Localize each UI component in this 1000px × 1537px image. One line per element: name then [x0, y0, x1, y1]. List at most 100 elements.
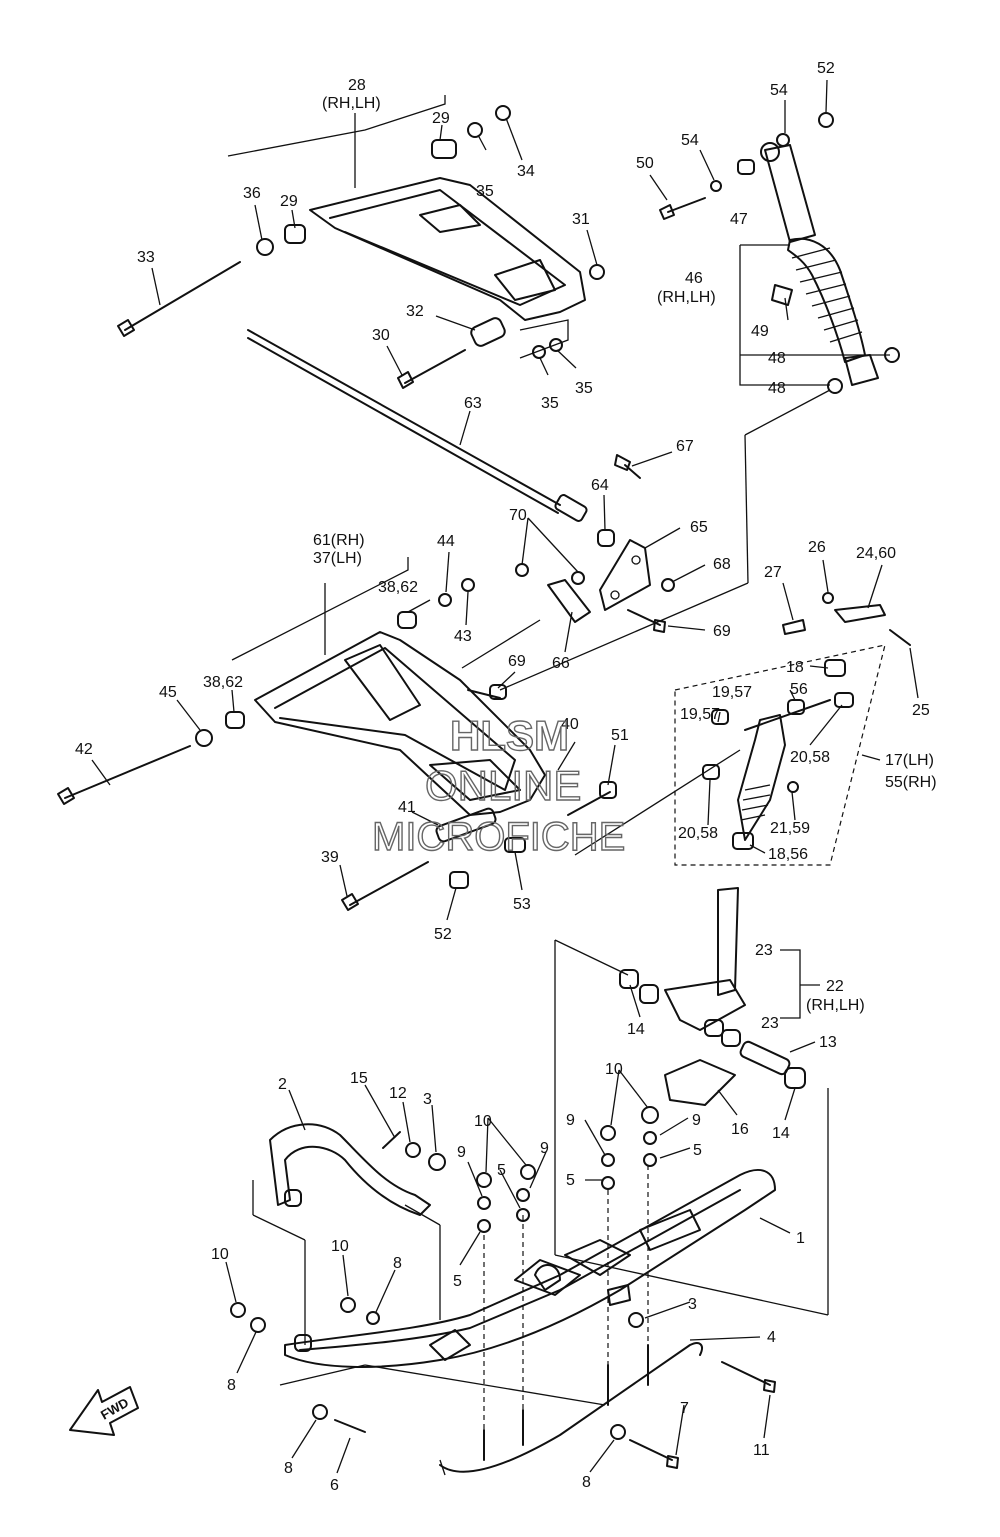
label-9a: 9	[566, 1112, 575, 1129]
label-17: 17(LH)	[885, 752, 934, 769]
label-16: 16	[731, 1121, 749, 1138]
label-5a: 5	[693, 1142, 702, 1159]
label-37: 37(LH)	[313, 550, 362, 567]
label-14b: 14	[772, 1125, 790, 1142]
label-53: 53	[513, 896, 531, 913]
label-10a: 10	[605, 1061, 623, 1078]
label-18-56: 18,56	[768, 846, 808, 863]
label-35b: 35	[575, 380, 593, 397]
label-14a: 14	[627, 1021, 645, 1038]
shock-absorber-46	[659, 112, 900, 394]
label-8d: 8	[284, 1460, 293, 1477]
label-43: 43	[454, 628, 472, 645]
label-31: 31	[572, 211, 590, 228]
watermark-line-3: MICROFICHE	[372, 815, 625, 859]
label-20-58b: 20,58	[678, 825, 718, 842]
stabilizer-bar-63	[247, 329, 588, 522]
label-48a: 48	[768, 350, 786, 367]
label-22: 22	[826, 978, 844, 995]
lower-a-arm	[195, 557, 617, 889]
label-44: 44	[437, 533, 455, 550]
label-70: 70	[509, 507, 527, 524]
bolt-42	[57, 745, 191, 805]
label-23b: 23	[761, 1015, 779, 1032]
label-21-59: 21,59	[770, 820, 810, 837]
label-67: 67	[676, 438, 694, 455]
label-22-sub: (RH,LH)	[806, 997, 865, 1014]
label-4: 4	[767, 1329, 776, 1346]
label-10b: 10	[474, 1113, 492, 1130]
watermark-line-2: ONLINE	[425, 762, 581, 809]
part-labels: 28 (RH,LH) 29 29 34 35 36 33 31 32 30 35…	[75, 60, 937, 1494]
label-65: 65	[690, 519, 708, 536]
label-9c: 9	[540, 1140, 549, 1157]
label-5d: 5	[453, 1273, 462, 1290]
label-27: 27	[764, 564, 782, 581]
label-45: 45	[159, 684, 177, 701]
label-38-62a: 38,62	[378, 579, 418, 596]
label-8a: 8	[393, 1255, 402, 1272]
label-63: 63	[464, 395, 482, 412]
label-25: 25	[912, 702, 930, 719]
label-34: 34	[517, 163, 535, 180]
bolt-30	[397, 349, 466, 389]
label-66: 66	[552, 655, 570, 672]
ski-hardware	[230, 1106, 776, 1469]
label-41: 41	[398, 799, 416, 816]
label-35a: 35	[476, 183, 494, 200]
label-9d: 9	[457, 1144, 466, 1161]
label-68: 68	[713, 556, 731, 573]
label-12: 12	[389, 1085, 407, 1102]
label-9b: 9	[692, 1112, 701, 1129]
label-23a: 23	[755, 942, 773, 959]
label-42: 42	[75, 741, 93, 758]
label-11: 11	[753, 1442, 770, 1459]
label-52b: 52	[434, 926, 452, 943]
spindle-17-55	[674, 592, 911, 866]
label-10d: 10	[331, 1238, 349, 1255]
label-5b: 5	[497, 1162, 506, 1179]
label-28-sub: (RH,LH)	[322, 95, 381, 112]
label-61: 61(RH)	[313, 532, 365, 549]
label-38-62b: 38,62	[203, 674, 243, 691]
stabilizer-link-65	[515, 454, 675, 633]
label-69b: 69	[508, 653, 526, 670]
bolt-39	[341, 861, 429, 911]
label-20-58a: 20,58	[790, 749, 830, 766]
label-28: 28	[348, 77, 366, 94]
label-64: 64	[591, 477, 609, 494]
label-3b: 3	[688, 1296, 697, 1313]
label-8c: 8	[582, 1474, 591, 1491]
label-39: 39	[321, 849, 339, 866]
label-46-sub: (RH,LH)	[657, 289, 716, 306]
label-32: 32	[406, 303, 424, 320]
label-40: 40	[561, 716, 579, 733]
label-18a: 18	[786, 659, 804, 676]
label-26: 26	[808, 539, 826, 556]
label-2: 2	[278, 1076, 287, 1093]
forward-arrow-icon: FWD	[69, 1386, 139, 1436]
watermark: HLSM ONLINE MICROFICHE	[371, 711, 626, 859]
label-29a: 29	[432, 110, 450, 127]
label-6: 6	[330, 1477, 339, 1494]
label-15: 15	[350, 1070, 368, 1087]
label-51: 51	[611, 727, 629, 744]
label-19-57b: 19,57	[680, 706, 720, 723]
label-36: 36	[243, 185, 261, 202]
label-30: 30	[372, 327, 390, 344]
label-52a: 52	[817, 60, 835, 77]
fwd-label: FWD	[98, 1395, 131, 1423]
label-10c: 10	[211, 1246, 229, 1263]
label-46: 46	[685, 270, 703, 287]
label-47: 47	[730, 211, 748, 228]
label-48b: 48	[768, 380, 786, 397]
label-13: 13	[819, 1034, 837, 1051]
bolt-33	[117, 261, 241, 337]
ski-1	[252, 1123, 776, 1476]
label-49: 49	[751, 323, 769, 340]
label-54a: 54	[770, 82, 788, 99]
label-24-60: 24,60	[856, 545, 896, 562]
label-8b: 8	[227, 1377, 236, 1394]
leader-lines	[91, 79, 919, 1474]
